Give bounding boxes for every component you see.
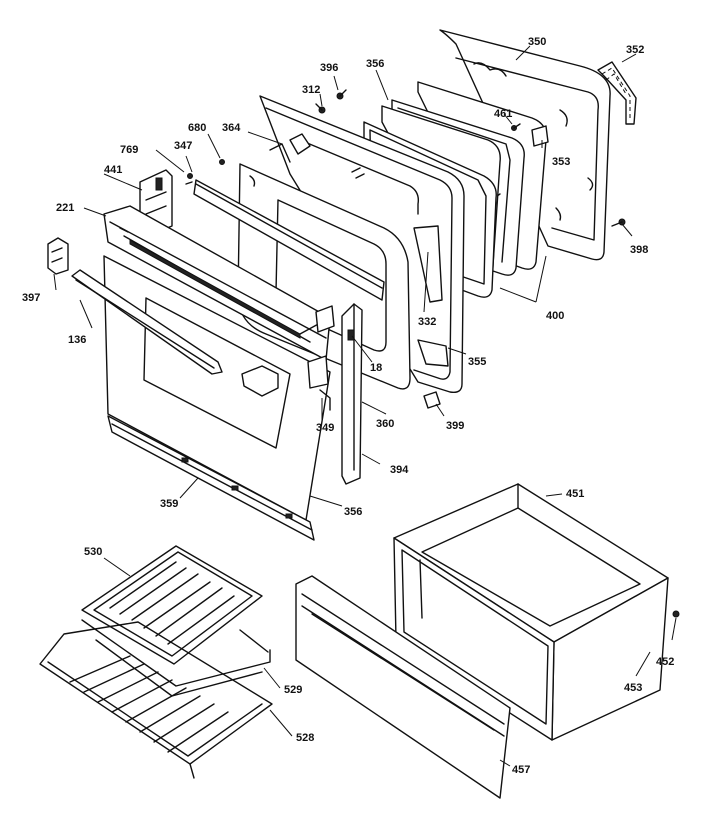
part-label-221: 221: [56, 202, 75, 214]
leader-lines: [53, 45, 677, 767]
part-label-453: 453: [624, 682, 643, 694]
part-label-396: 396: [320, 62, 339, 74]
part-label-451: 451: [566, 488, 585, 500]
part-label-461: 461: [494, 108, 513, 120]
oven-rack-528: [39, 621, 273, 779]
part-label-457: 457: [512, 764, 531, 776]
part-label-397: 397: [22, 292, 41, 304]
part-label-18: 18: [370, 362, 383, 374]
part-label-353: 353: [552, 156, 571, 168]
door-bottom-trim-359: [107, 415, 315, 541]
part-label-312: 312: [302, 84, 321, 96]
part-label-530: 530: [84, 546, 103, 558]
hinge-column-360: [315, 303, 363, 485]
control-panel-221: [103, 205, 331, 361]
part-label-398: 398: [630, 244, 649, 256]
part-label-441: 441: [104, 164, 123, 176]
part-label-356-door: 356: [344, 506, 363, 518]
part-label-356-liner: 356: [366, 58, 385, 70]
part-label-360: 360: [376, 418, 395, 430]
part-label-529: 529: [284, 684, 303, 696]
part-label-680: 680: [188, 122, 207, 134]
part-label-400: 400: [546, 310, 565, 322]
part-label-394: 394: [390, 464, 409, 476]
part-label-352: 352: [626, 44, 645, 56]
clip-397: [47, 237, 69, 275]
part-label-350: 350: [528, 36, 547, 48]
part-label-332: 332: [418, 316, 437, 328]
drawer-front-panel-457: [295, 575, 511, 799]
part-label-452: 452: [656, 656, 675, 668]
part-label-355: 355: [468, 356, 487, 368]
door-rail-364: [193, 133, 385, 301]
part-label-349: 349: [316, 422, 335, 434]
part-label-359: 359: [160, 498, 179, 510]
part-label-528: 528: [296, 732, 315, 744]
part-label-769: 769: [120, 144, 139, 156]
broiler-pan-530: [81, 545, 263, 665]
door-handle-trim-352: [597, 61, 637, 125]
storage-drawer-451: [393, 483, 669, 741]
part-label-136: 136: [68, 334, 87, 346]
part-label-364: 364: [222, 122, 241, 134]
part-label-399: 399: [446, 420, 465, 432]
part-label-347: 347: [174, 140, 193, 152]
